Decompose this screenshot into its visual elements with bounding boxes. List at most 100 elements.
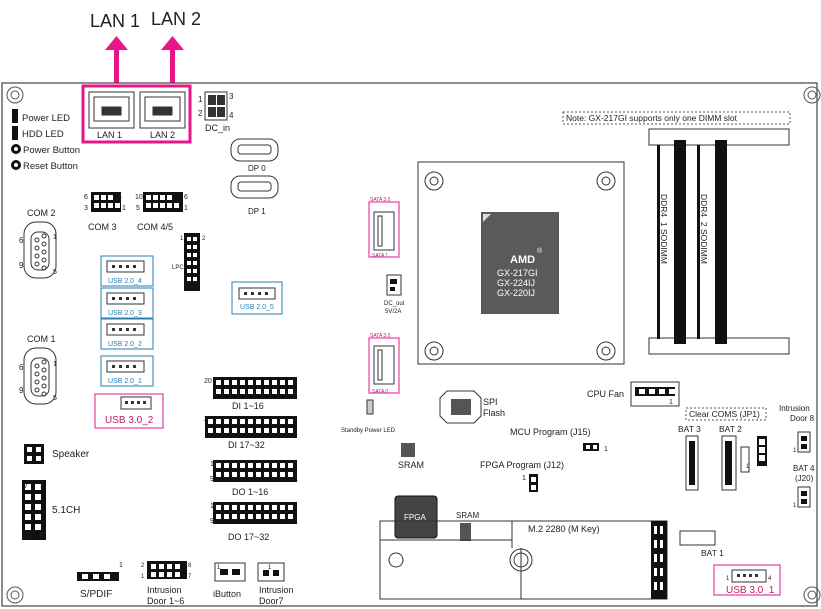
svg-text:M.2 2280 (M Key): M.2 2280 (M Key) xyxy=(528,524,600,534)
svg-text:1: 1 xyxy=(793,503,797,509)
svg-text:1: 1 xyxy=(746,464,750,470)
speaker-header: Speaker xyxy=(24,444,90,464)
svg-text:Speaker: Speaker xyxy=(52,449,90,460)
fpga-chip: FPGA xyxy=(394,495,438,539)
lan1-callout: LAN 1 xyxy=(90,11,140,31)
svg-text:3: 3 xyxy=(229,92,234,101)
bat3-connector: BAT 3 xyxy=(678,424,701,491)
clear-cmos-jumper: Clear COMS (JP1) xyxy=(685,407,767,466)
svg-text:1: 1 xyxy=(669,399,673,406)
svg-text:4: 4 xyxy=(118,194,122,201)
svg-text:LPC: LPC xyxy=(172,265,184,271)
svg-text:1: 1 xyxy=(119,562,123,569)
svg-text:DO 1~16: DO 1~16 xyxy=(232,487,268,497)
svg-text:8: 8 xyxy=(188,563,192,569)
spi-flash: SPI Flash xyxy=(439,390,505,424)
svg-text:GX-224IJ: GX-224IJ xyxy=(497,278,535,288)
svg-text:2: 2 xyxy=(141,563,145,569)
lpc-header: 1 2 LPC xyxy=(172,233,206,291)
fpga-program-header: FPGA Program (J12) 1 xyxy=(480,460,564,492)
lan1-label: LAN 1 xyxy=(97,130,122,140)
svg-text:1: 1 xyxy=(40,483,44,490)
svg-text:DP 1: DP 1 xyxy=(248,207,266,216)
svg-text:SATA 3.0: SATA 3.0 xyxy=(370,197,391,203)
svg-text:DI 17~32: DI 17~32 xyxy=(228,440,265,450)
svg-text:Intrusion: Intrusion xyxy=(259,585,294,595)
usb20-1-header: USB 2.0_1 xyxy=(100,355,154,387)
dimm-slots: DDR4_1 SODIMM DDR4_2 SODIMM xyxy=(648,128,790,355)
svg-text:7: 7 xyxy=(24,483,28,490)
svg-text:1: 1 xyxy=(294,518,298,525)
svg-text:1: 1 xyxy=(294,392,298,399)
power-led-label: Power LED xyxy=(22,113,70,124)
svg-text:DP 0: DP 0 xyxy=(248,164,266,173)
svg-text:7: 7 xyxy=(188,574,192,580)
svg-text:9: 9 xyxy=(210,476,214,483)
svg-text:MCU Program (J15): MCU Program (J15) xyxy=(510,427,591,437)
svg-text:SATA 3.0: SATA 3.0 xyxy=(370,333,391,339)
svg-text:5: 5 xyxy=(136,205,140,212)
cpu-heatsink xyxy=(417,161,625,365)
dimm1-label: DDR4_1 SODIMM xyxy=(659,194,669,264)
dp1-port: DP 1 xyxy=(230,175,279,216)
ibutton-header: 1 iButton xyxy=(213,562,246,599)
lan-highlight-box xyxy=(81,84,192,144)
svg-text:5: 5 xyxy=(53,269,57,276)
svg-text:S/PDIF: S/PDIF xyxy=(80,589,112,600)
mcu-program-header: MCU Program (J15) 1 xyxy=(510,427,608,453)
dc-in-label: DC_in xyxy=(205,123,230,133)
dio-pin-holes xyxy=(208,380,293,519)
intrusion-8-header: Intrusion Door 8 1 xyxy=(779,404,815,454)
svg-text:11: 11 xyxy=(290,378,297,385)
svg-text:18: 18 xyxy=(210,461,218,468)
usb30-2-header: USB 3.0_2 xyxy=(94,393,164,429)
usb20-3-header: USB 2.0_3 xyxy=(100,287,154,319)
svg-text:(J20): (J20) xyxy=(795,474,814,483)
svg-text:DO 17~32: DO 17~32 xyxy=(228,532,269,542)
svg-text:20: 20 xyxy=(204,416,212,423)
front-panel-indicators: Power LED HDD LED Power Button Reset But… xyxy=(11,109,80,172)
svg-text:1: 1 xyxy=(604,446,608,453)
svg-text:USB 2.0_5: USB 2.0_5 xyxy=(240,304,274,311)
com45-label: COM 4/5 xyxy=(137,222,173,232)
svg-text:DI 1~16: DI 1~16 xyxy=(232,401,264,411)
svg-text:1: 1 xyxy=(726,576,730,582)
svg-text:1: 1 xyxy=(180,236,184,242)
usb20-2-header: USB 2.0_2 xyxy=(100,318,154,350)
sram2-chip: SRAM xyxy=(456,511,479,541)
svg-text:2: 2 xyxy=(202,236,206,242)
m2-slot: M.2 2280 (M Key) xyxy=(379,520,668,600)
svg-text:Door 1~6: Door 1~6 xyxy=(147,596,184,606)
svg-text:COM 2: COM 2 xyxy=(27,208,56,218)
sata0-connector: SATA 3.0 SATA 0 xyxy=(368,333,400,395)
mounting-holes xyxy=(6,86,821,604)
svg-text:AMD: AMD xyxy=(510,254,535,266)
svg-text:18: 18 xyxy=(210,503,218,510)
lan2-callout: LAN 2 xyxy=(151,9,201,29)
sram-chip: SRAM xyxy=(398,443,424,470)
svg-text:Door7: Door7 xyxy=(259,596,284,606)
svg-text:Intrusion: Intrusion xyxy=(779,404,810,413)
bat2-connector: BAT 2 1 xyxy=(719,424,750,491)
cpu-chip: AMD ® GX-217GI GX-224IJ GX-220IJ xyxy=(481,212,559,314)
intrusion-7-header: 1 Intrusion Door7 xyxy=(257,562,294,606)
svg-text:iButton: iButton xyxy=(213,589,241,599)
svg-text:USB 3.0_2: USB 3.0_2 xyxy=(105,415,154,426)
com45-header: 10 6 5 1 COM 4/5 xyxy=(135,192,188,232)
svg-text:1: 1 xyxy=(294,476,298,483)
svg-text:1: 1 xyxy=(53,234,57,241)
usb20-5-header: USB 2.0_5 xyxy=(231,281,283,315)
lan1-port xyxy=(88,91,135,129)
svg-text:9: 9 xyxy=(19,261,24,270)
com3-header: 6 4 3 1 COM 3 xyxy=(84,192,126,232)
dp0-port: DP 0 xyxy=(230,138,279,173)
ch51-header: 7 1 12 6 5.1CH xyxy=(22,480,80,540)
svg-text:Note: GX-217GI supports only: Note: GX-217GI supports only one DIMM sl… xyxy=(566,113,738,123)
svg-text:1: 1 xyxy=(793,448,797,454)
svg-text:®: ® xyxy=(537,247,543,255)
svg-text:Intrusion: Intrusion xyxy=(147,585,182,595)
svg-text:10: 10 xyxy=(135,194,143,201)
intrusion-1-6-header: 2 1 8 7 Intrusion Door 1~6 xyxy=(141,561,192,606)
dimm-note: Note: GX-217GI supports only one DIMM sl… xyxy=(562,111,791,125)
